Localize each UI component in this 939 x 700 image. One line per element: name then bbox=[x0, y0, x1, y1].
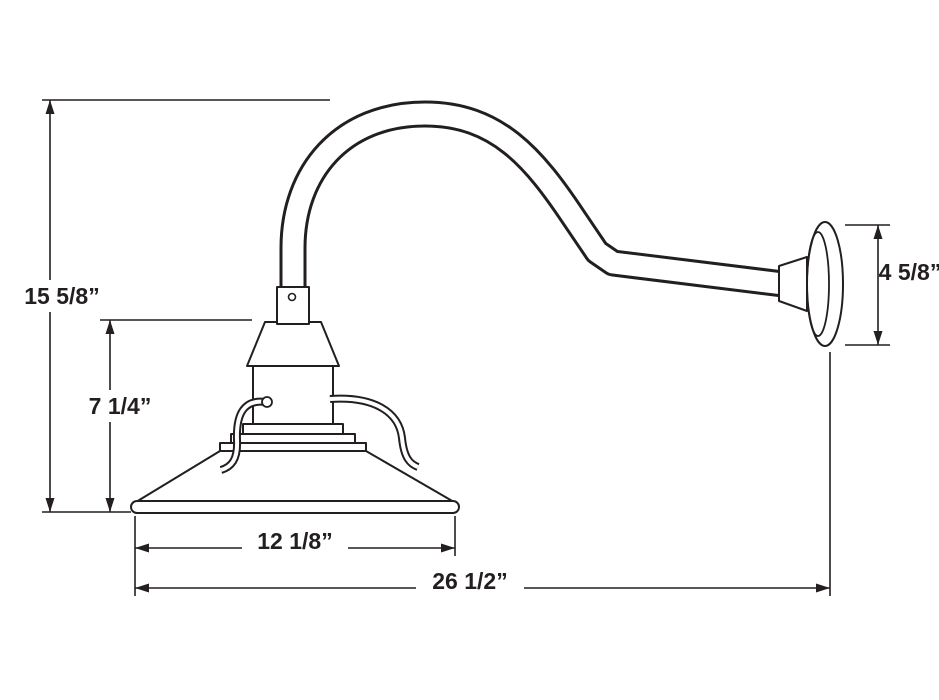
arrow-down-icon bbox=[105, 498, 115, 512]
arrow-down-icon bbox=[873, 331, 883, 345]
overall-height-label: 15 5/8” bbox=[24, 283, 99, 309]
label-mask bbox=[22, 280, 102, 312]
mount-plate-inner bbox=[806, 231, 830, 337]
gooseneck-arm bbox=[279, 100, 785, 298]
dimension-labels: 15 5/8” 7 1/4” 4 5/8” 12 1/8” 26 1/2” bbox=[22, 256, 939, 594]
arrow-right-icon bbox=[816, 583, 830, 593]
left-hook-fill bbox=[220, 399, 267, 472]
set-screw-icon bbox=[287, 292, 297, 302]
label-mask bbox=[86, 390, 154, 422]
step-ring-3 bbox=[219, 442, 367, 452]
arrow-left-icon bbox=[135, 543, 149, 553]
label-mask bbox=[242, 526, 348, 554]
mount-flange bbox=[778, 256, 808, 312]
gooseneck-tube-fill bbox=[282, 103, 785, 295]
shade-assembly-height-label: 7 1/4” bbox=[89, 393, 152, 419]
arrow-right-icon bbox=[441, 543, 455, 553]
wall-mount-plate bbox=[778, 221, 844, 347]
neck-cylinder bbox=[252, 365, 334, 425]
cap-collar bbox=[246, 321, 340, 367]
shade-rim bbox=[130, 500, 460, 514]
shade-diameter-label: 12 1/8” bbox=[257, 528, 332, 554]
step-ring-2 bbox=[230, 433, 356, 444]
arrow-up-icon bbox=[105, 320, 115, 334]
shade-assembly bbox=[130, 286, 460, 514]
wall-plate-height-label: 4 5/8” bbox=[879, 259, 939, 285]
arrow-up-icon bbox=[45, 100, 55, 114]
arrow-up-icon bbox=[873, 225, 883, 239]
label-mask bbox=[884, 256, 939, 288]
label-mask bbox=[416, 566, 524, 592]
right-hook-fill bbox=[329, 396, 419, 469]
overall-projection-label: 26 1/2” bbox=[432, 568, 507, 594]
left-hook-knob-icon bbox=[261, 396, 273, 408]
step-ring-1 bbox=[242, 423, 344, 435]
arrow-left-icon bbox=[135, 583, 149, 593]
knuckle bbox=[276, 286, 310, 325]
wire-guard-hooks bbox=[219, 394, 420, 474]
dim-wall-plate-height bbox=[845, 224, 890, 346]
arrow-down-icon bbox=[45, 498, 55, 512]
